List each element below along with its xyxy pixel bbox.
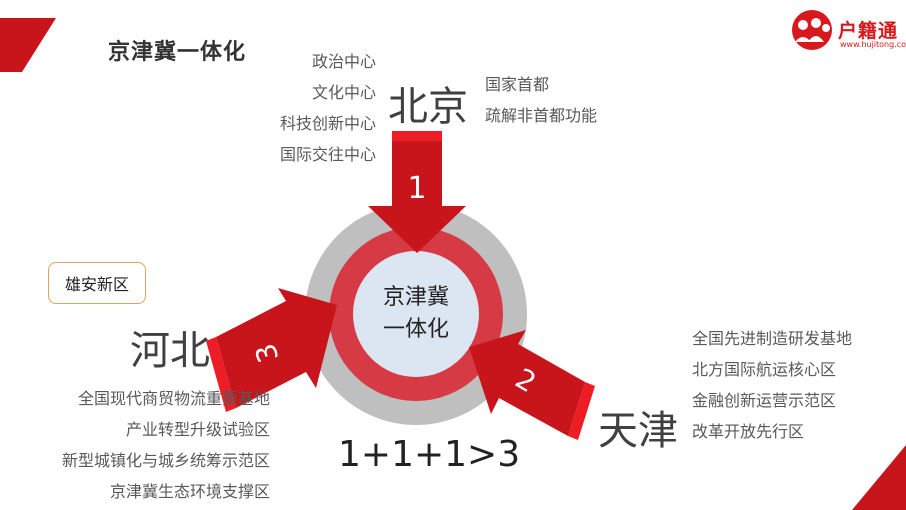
list-item: 金融创新运营示范区 — [692, 391, 837, 410]
beijing-functions-left: 政治中心 文化中心 科技创新中心 国际交往中心 — [280, 46, 376, 170]
core-circle — [353, 251, 479, 377]
list-item: 京津冀生态环境支撑区 — [109, 482, 270, 501]
page-title: 京津冀一体化 — [108, 40, 247, 65]
synergy-formula: 1+1+1>3 — [338, 434, 521, 475]
city-beijing: 北京 — [388, 84, 468, 130]
corner-decoration-bottom-right — [852, 445, 906, 510]
list-item: 改革开放先行区 — [692, 422, 805, 441]
logo-url: www.hujitong.com — [840, 40, 906, 49]
list-item: 全国先进制造研发基地 — [692, 329, 853, 348]
city-tianjin: 天津 — [598, 408, 678, 454]
corner-decoration-top-left — [0, 18, 56, 72]
arrow-label-1: 1 — [407, 171, 426, 206]
arrow-beijing — [368, 131, 466, 253]
list-item: 政治中心 — [311, 52, 376, 71]
tianjin-functions: 全国先进制造研发基地 北方国际航运核心区 金融创新运营示范区 改革开放先行区 — [692, 323, 852, 447]
center-label-line2: 一体化 — [382, 317, 449, 342]
arrow-hebei — [206, 288, 337, 412]
list-item: 疏解非首都功能 — [485, 106, 598, 125]
list-item: 科技创新中心 — [279, 114, 376, 133]
list-item: 产业转型升级试验区 — [125, 420, 270, 439]
list-item: 北方国际航运核心区 — [692, 360, 837, 379]
list-item: 国家首都 — [485, 75, 550, 94]
list-item: 文化中心 — [311, 83, 376, 102]
city-hebei: 河北 — [130, 328, 210, 374]
list-item: 全国现代商贸物流重要基地 — [77, 389, 270, 408]
logo-brand: 户籍通 — [838, 20, 899, 42]
hebei-functions: 全国现代商贸物流重要基地 产业转型升级试验区 新型城镇化与城乡统筹示范区 京津冀… — [62, 383, 270, 507]
arrow-tianjin — [469, 330, 595, 440]
beijing-functions-right: 国家首都 疏解非首都功能 — [485, 69, 597, 131]
center-label: 京津冀 一体化 — [368, 282, 464, 346]
list-item: 新型城镇化与城乡统筹示范区 — [61, 451, 270, 470]
center-label-line1: 京津冀 — [382, 285, 449, 310]
list-item: 国际交往中心 — [279, 145, 376, 164]
logo-icon — [792, 10, 832, 50]
xiongan-badge: 雄安新区 — [48, 262, 146, 304]
